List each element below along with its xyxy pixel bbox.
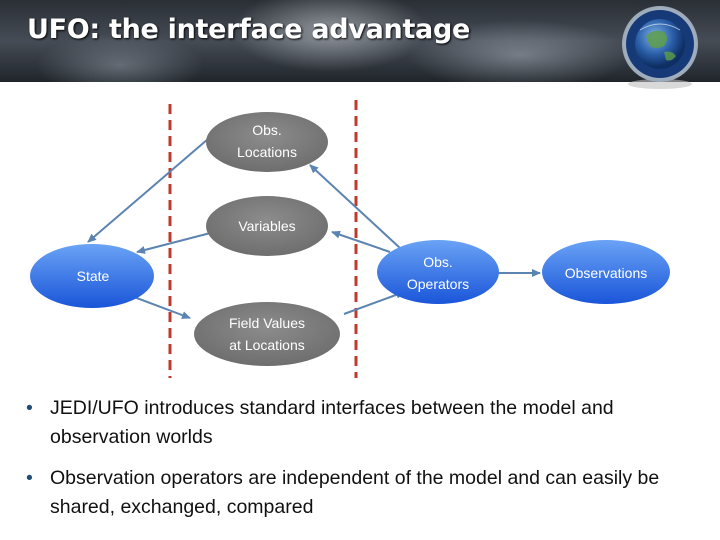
field-values-label: Field Values at Locations [228,315,305,353]
observations-label: Observations [564,265,648,281]
state-label: State [76,268,110,284]
variables-node [206,196,328,256]
interface-diagram: Obs. Locations Variables Field Values at… [0,82,720,382]
jcsda-globe-logo-icon [622,6,698,89]
bullet-text: JEDI/UFO introduces standard interfaces … [50,397,614,448]
bullet-icon: • [26,467,33,489]
state-node [30,244,154,308]
bullet-list: • JEDI/UFO introduces standard interface… [24,394,704,534]
arrow-obs-operators-to-obs-locations [309,164,401,249]
arrow-variables-to-state [136,229,223,254]
diagram-canvas [30,100,670,378]
header-banner: UFO: the interface advantage [0,0,720,82]
obs-operators-label: Obs. Operators [406,254,470,292]
obs-locations-label: Obs. Locations [237,122,297,160]
field-values-node [194,302,340,366]
arrow-obs-locations-to-state [87,138,209,243]
arrow-obs-operators-to-variables [331,230,391,253]
observations-node [542,240,670,304]
variables-label: Variables [238,218,296,234]
bullet-icon: • [26,397,33,419]
arrow-field-values-to-obs-operators [343,290,405,315]
bullet-item: • Observation operators are independent … [24,464,704,522]
obs-locations-node [206,112,328,172]
obs-operators-node [377,240,499,304]
bullet-text: Observation operators are independent of… [50,467,660,518]
bullet-item: • JEDI/UFO introduces standard interface… [24,394,704,452]
slide-title: UFO: the interface advantage [27,14,471,45]
